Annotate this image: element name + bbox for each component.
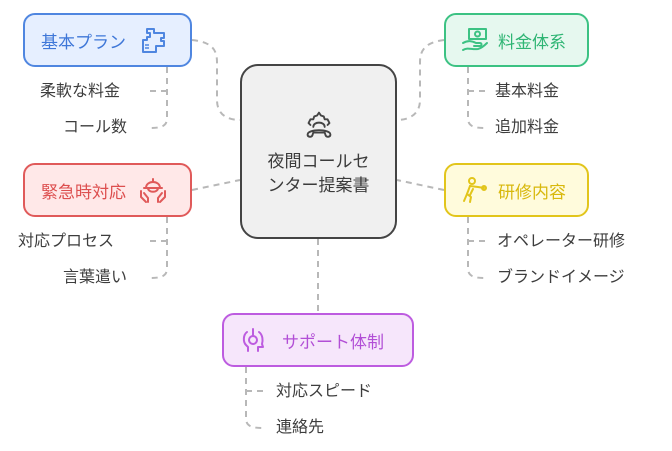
branch-emergency[interactable]: 緊急時対応 — [23, 163, 192, 217]
branch-training[interactable]: 研修内容 — [444, 163, 589, 217]
leaf-wording: 言葉遣い — [63, 267, 128, 286]
leaf-flexible-pricing: 柔軟な料金 — [40, 81, 121, 100]
connector-training-children — [467, 217, 486, 279]
leaf-operator-training: オペレーター研修 — [497, 231, 626, 250]
leaf-additional-fee: 追加料金 — [495, 117, 560, 136]
leaf-base-fee: 基本料金 — [495, 81, 560, 100]
connector-center-training — [396, 179, 445, 191]
leaf-brand-image: ブランドイメージ — [497, 267, 625, 286]
connector-emergency-children — [149, 217, 168, 279]
helmet-hands-icon — [138, 175, 168, 205]
connector-center-basic-plan — [191, 39, 241, 121]
branch-label: 研修内容 — [498, 182, 566, 203]
branch-label: 緊急時対応 — [41, 182, 126, 203]
central-topic-title: 夜間コールセンター提案書 — [267, 151, 370, 196]
branch-label: サポート体制 — [282, 332, 384, 353]
central-topic[interactable]: 夜間コールセンター提案書 — [240, 64, 397, 239]
branch-basic-plan[interactable]: 基本プラン — [23, 13, 192, 67]
connector-center-pricing — [396, 39, 445, 121]
puzzle-icon — [138, 25, 168, 55]
connector-center-emergency — [191, 179, 241, 191]
branch-support[interactable]: サポート体制 — [222, 313, 414, 367]
leaf-response-speed: 対応スピード — [276, 381, 373, 400]
leaf-response-process: 対応プロセス — [18, 231, 115, 250]
leaf-contact: 連絡先 — [276, 417, 325, 436]
connector-support-children — [245, 367, 264, 429]
money-hand-icon — [460, 25, 490, 55]
connector-pricing-children — [467, 67, 486, 129]
branch-pricing[interactable]: 料金体系 — [444, 13, 589, 67]
connector-basic-plan-children — [149, 67, 168, 129]
leaf-call-count: コール数 — [63, 117, 128, 136]
branch-label: 料金体系 — [498, 32, 566, 53]
person-training-icon — [460, 175, 490, 205]
branch-label: 基本プラン — [41, 32, 126, 53]
support-gear-phone-icon — [300, 106, 338, 144]
headset-support-icon — [238, 325, 268, 355]
